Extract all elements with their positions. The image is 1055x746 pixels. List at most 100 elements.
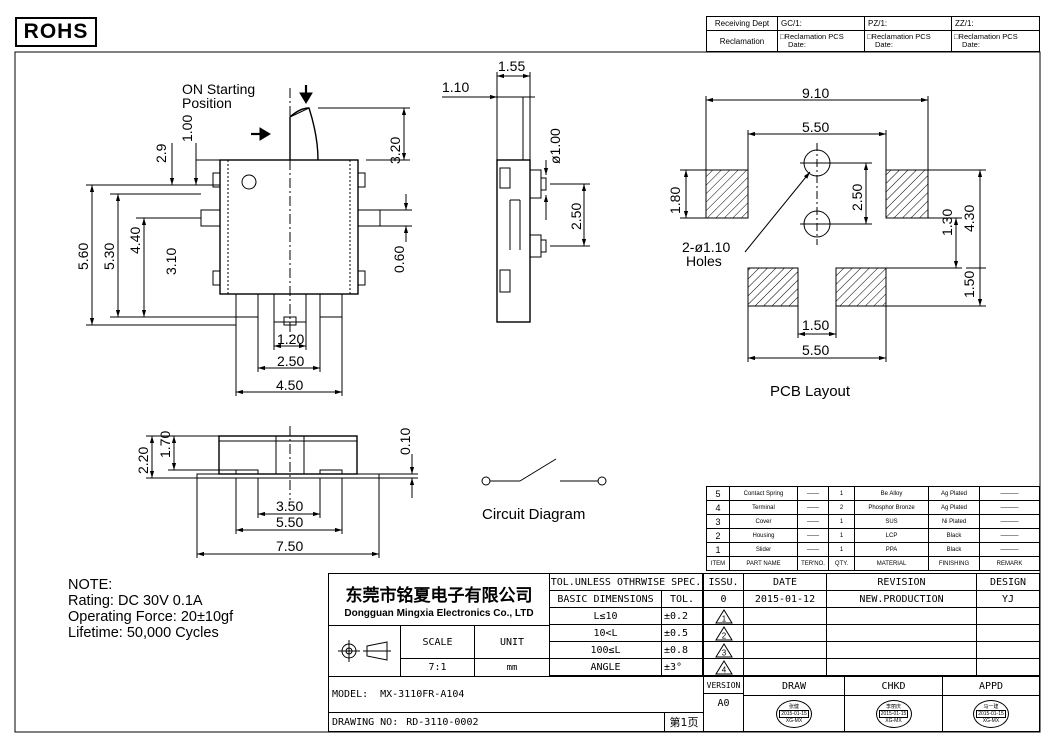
rev-date-0: 2015-01-12	[743, 590, 827, 608]
tol-label: TOL.	[661, 590, 703, 608]
basic-dimensions-label: BASIC DIMENSIONS	[549, 590, 662, 608]
rev-empty-cell	[976, 658, 1040, 676]
dim-1-80: 1.80	[667, 187, 683, 214]
bom-name: Housing	[729, 528, 798, 543]
bom-finish: Ag Plated	[928, 486, 980, 501]
circuit-diagram	[481, 458, 607, 486]
bom-material: Phosphor Bronze	[854, 500, 929, 515]
rev-marker-cell: 2	[703, 624, 744, 642]
bom-remark: ———	[979, 486, 1040, 501]
rev-empty-cell	[743, 641, 827, 659]
bom-ter: ——	[797, 500, 829, 515]
rev-empty-cell	[826, 607, 977, 625]
model-label: MODEL:	[332, 689, 369, 700]
bom-qty: 1	[828, 542, 855, 557]
reclamation-pcs-text: □Reclamation PCS	[867, 32, 931, 41]
draw-stamp-cell: 张健 2015-01-15 XG-MX	[743, 695, 845, 732]
draw-header: DRAW	[743, 676, 845, 696]
projection-icon	[337, 640, 391, 662]
model-cell: MODEL: MX-3110FR-A104	[328, 676, 704, 713]
label-position: Position	[182, 95, 232, 111]
dim-3-10: 3.10	[163, 248, 179, 275]
bom-name: Cover	[729, 514, 798, 529]
rev-marker-number: 4	[721, 665, 726, 674]
dim-4-40: 4.40	[127, 227, 143, 254]
bom-name: Terminal	[729, 500, 798, 515]
rev-marker-number: 3	[721, 648, 726, 657]
dim-3-50: 3.50	[276, 498, 303, 514]
rev-designer-0: YJ	[976, 590, 1040, 608]
appd-stamp: 马一建 2015-01-15 XG-MX	[973, 699, 1009, 728]
revision-header: REVISION	[826, 573, 977, 591]
tol-row-dim: 100≤L	[549, 641, 662, 659]
dim-5-50-bot: 5.50	[802, 342, 829, 358]
label-on-starting: ON Starting	[182, 81, 255, 97]
rev-marker-number: 1	[721, 614, 726, 623]
scale-label: SCALE	[400, 625, 475, 659]
bom-qty: 1	[828, 514, 855, 529]
appd-stamp-date: 2015-01-15	[976, 709, 1006, 718]
bom-header-material: MATERIAL	[854, 556, 929, 571]
bom-header-finish: FINISHING	[928, 556, 980, 571]
chkd-header: CHKD	[844, 676, 943, 696]
side-view	[442, 72, 590, 323]
reclamation-date-text: Date:	[788, 40, 806, 49]
chkd-stamp-date: 2015-01-15	[878, 709, 909, 718]
company-name-en: Dongguan Mingxia Electronics Co., LTD	[344, 607, 534, 619]
tol-row-tol: ±0.5	[661, 624, 703, 642]
dim-4-50: 4.50	[276, 377, 303, 393]
rev-empty-cell	[826, 641, 977, 659]
rev-marker-cell: 1	[703, 607, 744, 625]
bom-ter: ——	[797, 542, 829, 557]
drawing-no-label: DRAWING NO:	[332, 716, 399, 728]
dim-1-20: 1.20	[277, 331, 304, 347]
reclamation-pz: □Reclamation PCS Date:	[864, 30, 952, 52]
pz-cell: PZ/1:	[864, 16, 952, 31]
note-heading: NOTE:	[68, 577, 113, 593]
front-view	[86, 85, 412, 396]
reclamation-pcs-text: □Reclamation PCS	[954, 32, 1018, 41]
bom-header-name: PART NAME	[729, 556, 798, 571]
dim-5-50-b: 5.50	[276, 514, 303, 530]
tol-row-dim: L≤10	[549, 607, 662, 625]
bom-finish: Black	[928, 528, 980, 543]
bom-material: LCP	[854, 528, 929, 543]
bom-remark: ———	[979, 514, 1040, 529]
drawing-no-cell: DRAWING NO: RD-3110-0002	[328, 712, 665, 732]
chkd-stamp: 李丽庆 2015-01-15 XG-MX	[875, 699, 912, 728]
bom-header-ter: TER'NO.	[797, 556, 829, 571]
bom-remark: ———	[979, 528, 1040, 543]
company-name-cn: 东莞市铭夏电子有限公司	[345, 585, 533, 606]
bom-ter: ——	[797, 486, 829, 501]
bom-material: Be Alloy	[854, 486, 929, 501]
triangle-icon: 4	[714, 659, 733, 674]
bom-finish: Ag Plated	[928, 500, 980, 515]
bom-ter: ——	[797, 528, 829, 543]
draw-stamp-name: 张健	[788, 703, 799, 710]
reclamation-label: Reclamation	[706, 30, 778, 52]
rev-empty-cell	[976, 624, 1040, 642]
tol-row-tol: ±3°	[661, 658, 703, 676]
dim-5-30: 5.30	[101, 243, 117, 270]
draw-stamp-code: XG-MX	[785, 717, 803, 724]
dim-2-50-pcb: 2.50	[849, 184, 865, 211]
triangle-icon: 3	[714, 642, 733, 657]
note-lifetime: Lifetime: 50,000 Cycles	[68, 625, 219, 641]
appd-stamp-name: 马一建	[983, 703, 999, 710]
bom-finish: Ni Plated	[928, 514, 980, 529]
bom-item: 5	[706, 486, 730, 501]
chkd-stamp-cell: 李丽庆 2015-01-15 XG-MX	[844, 695, 943, 732]
bom-header-qty: QTY.	[828, 556, 855, 571]
page-number: 第1页	[664, 712, 704, 732]
dim-4-30: 4.30	[961, 205, 977, 232]
triangle-icon: 2	[714, 625, 733, 640]
bom-item: 1	[706, 542, 730, 557]
rev-empty-cell	[826, 658, 977, 676]
rev-empty-cell	[743, 607, 827, 625]
bom-name: Contact Spring	[729, 486, 798, 501]
issu-header: ISSU.	[703, 573, 744, 591]
company-cell: 东莞市铭夏电子有限公司 Dongguan Mingxia Electronics…	[328, 573, 550, 626]
rev-marker-cell: 4	[703, 658, 744, 676]
version-label: VERSION	[703, 676, 744, 694]
